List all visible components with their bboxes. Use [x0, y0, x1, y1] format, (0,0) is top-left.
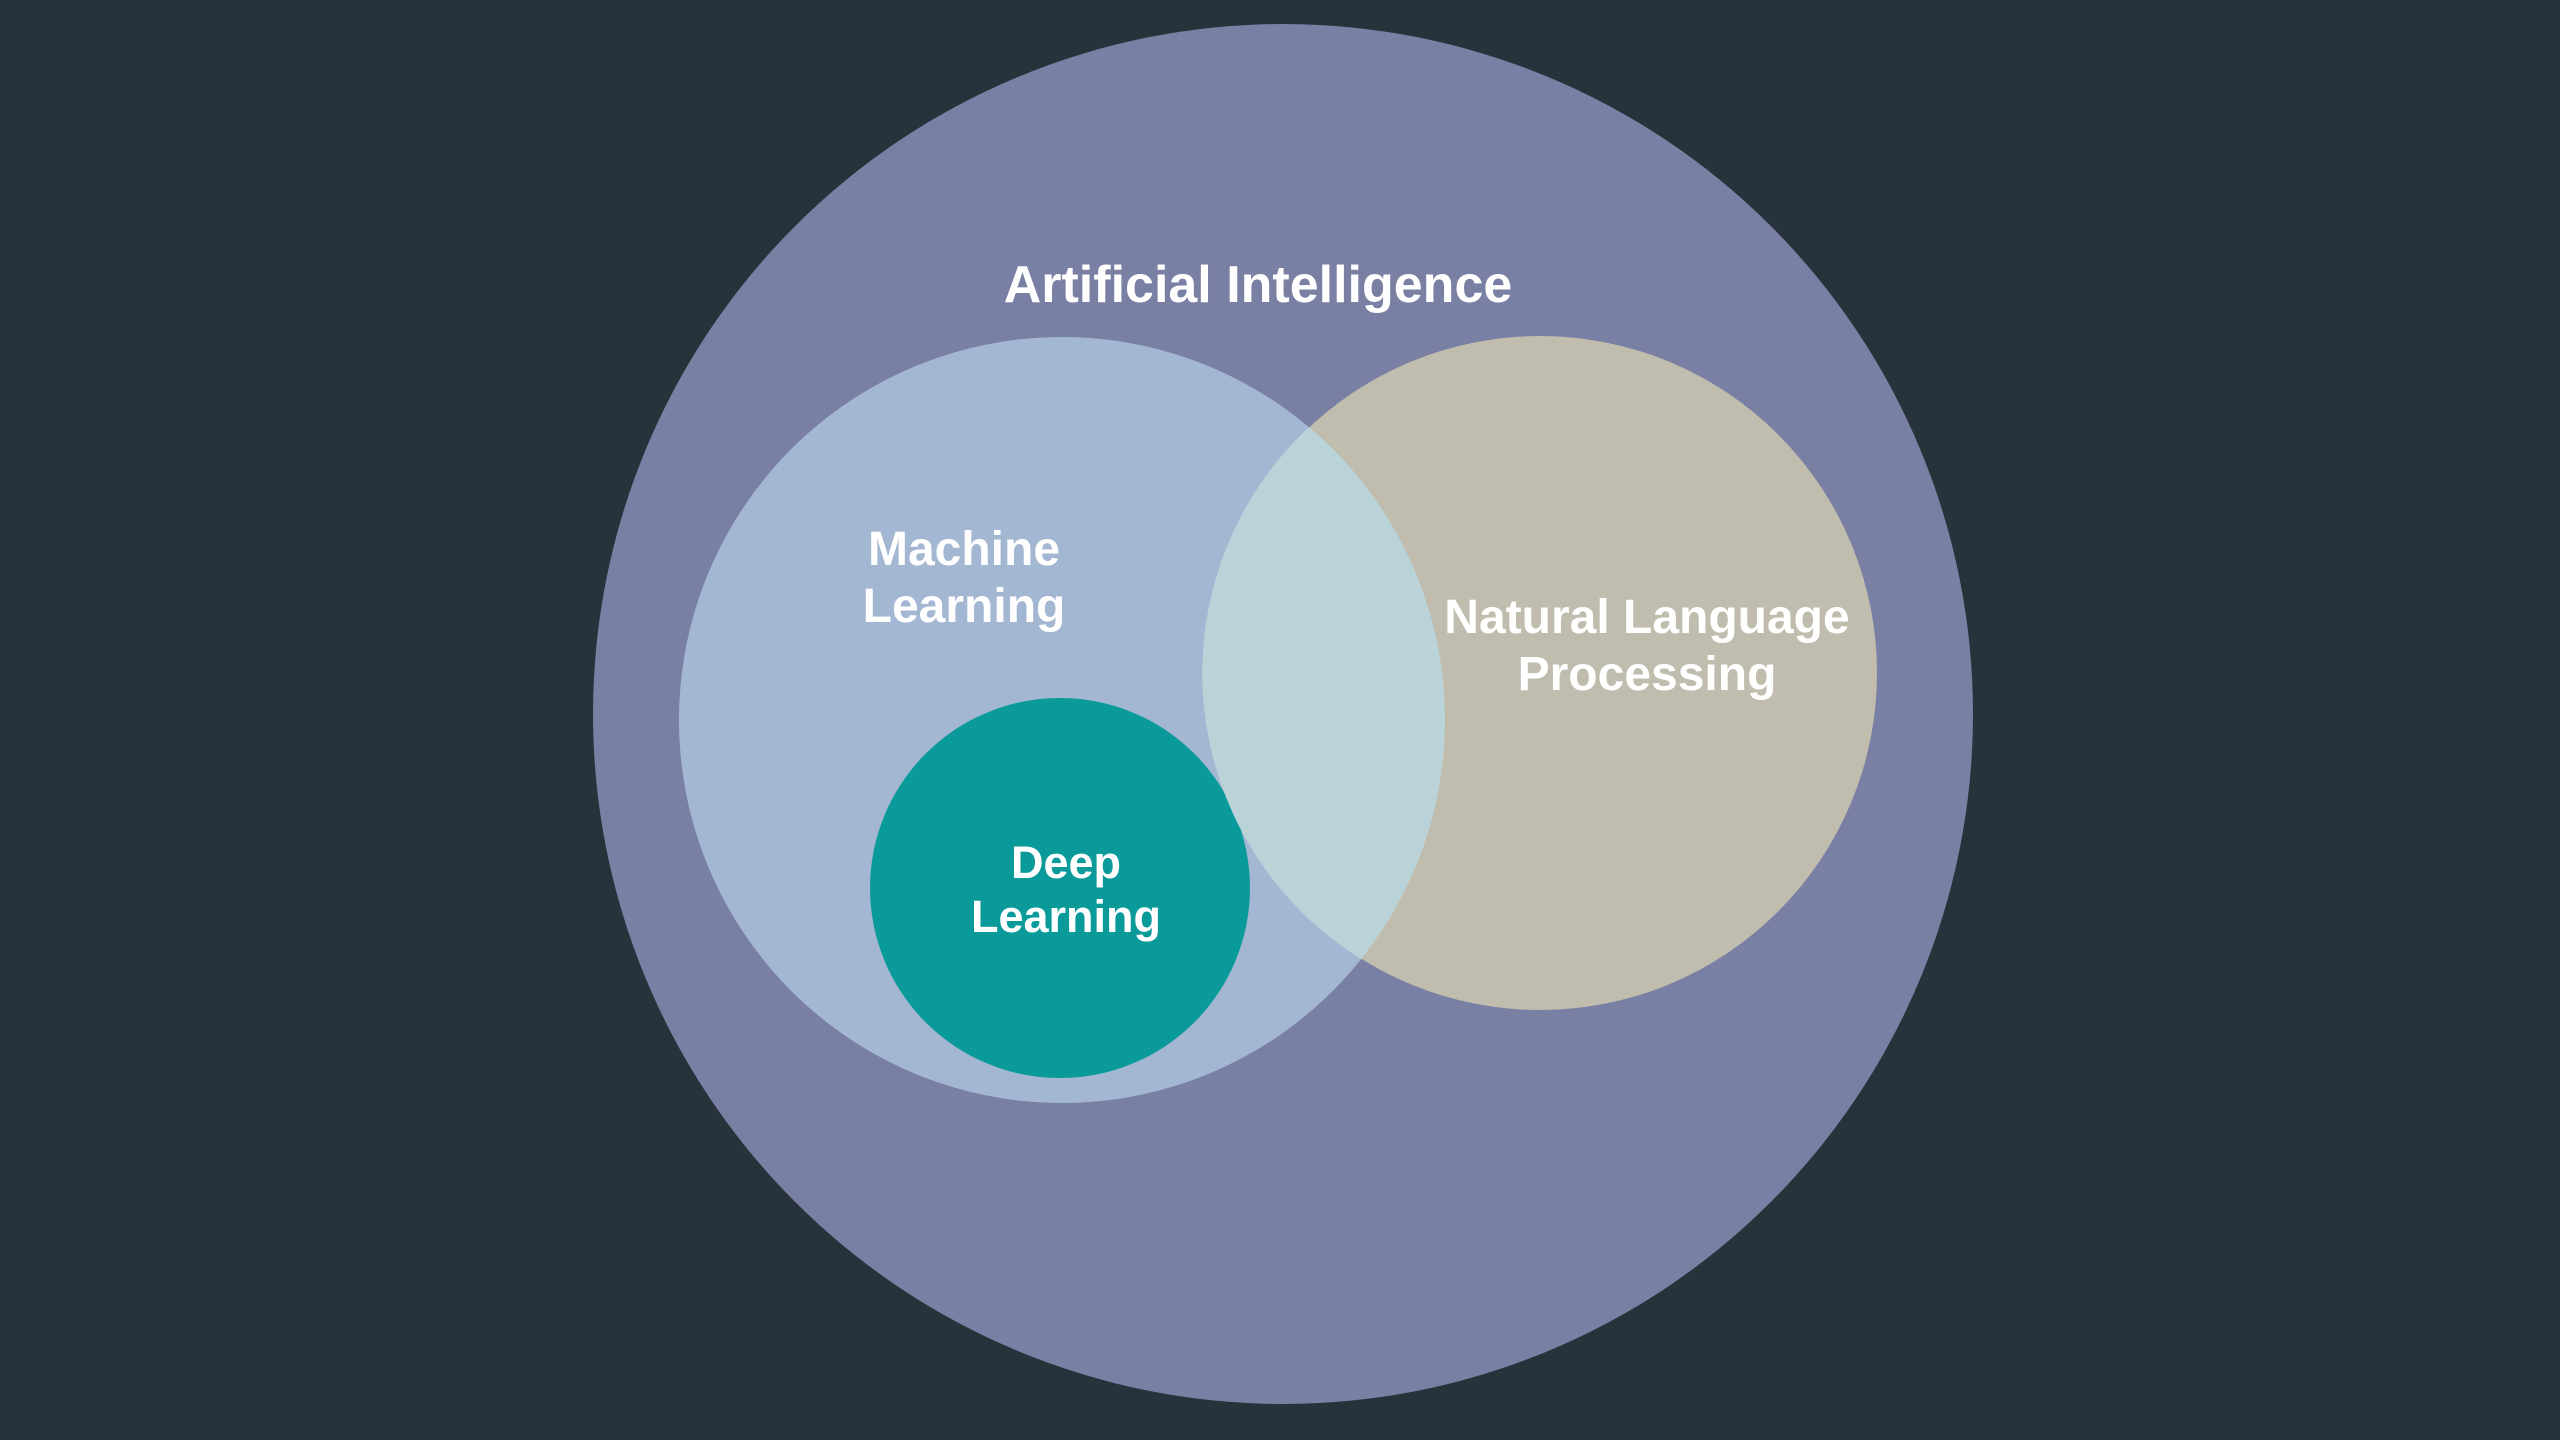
nlp-label-line1: Natural Language: [1444, 591, 1849, 644]
ml-label-line1: Machine: [868, 523, 1060, 576]
nlp-label-line2: Processing: [1518, 648, 1777, 701]
ml-nlp-overlap-region: [1202, 427, 1445, 959]
ml-label-line2: Learning: [863, 580, 1066, 633]
dl-circle: [870, 698, 1250, 1078]
ai-label: Artificial Intelligence: [1004, 256, 1513, 314]
dl-label-line2: Learning: [971, 891, 1161, 942]
dl-label-line1: Deep: [1011, 837, 1121, 888]
